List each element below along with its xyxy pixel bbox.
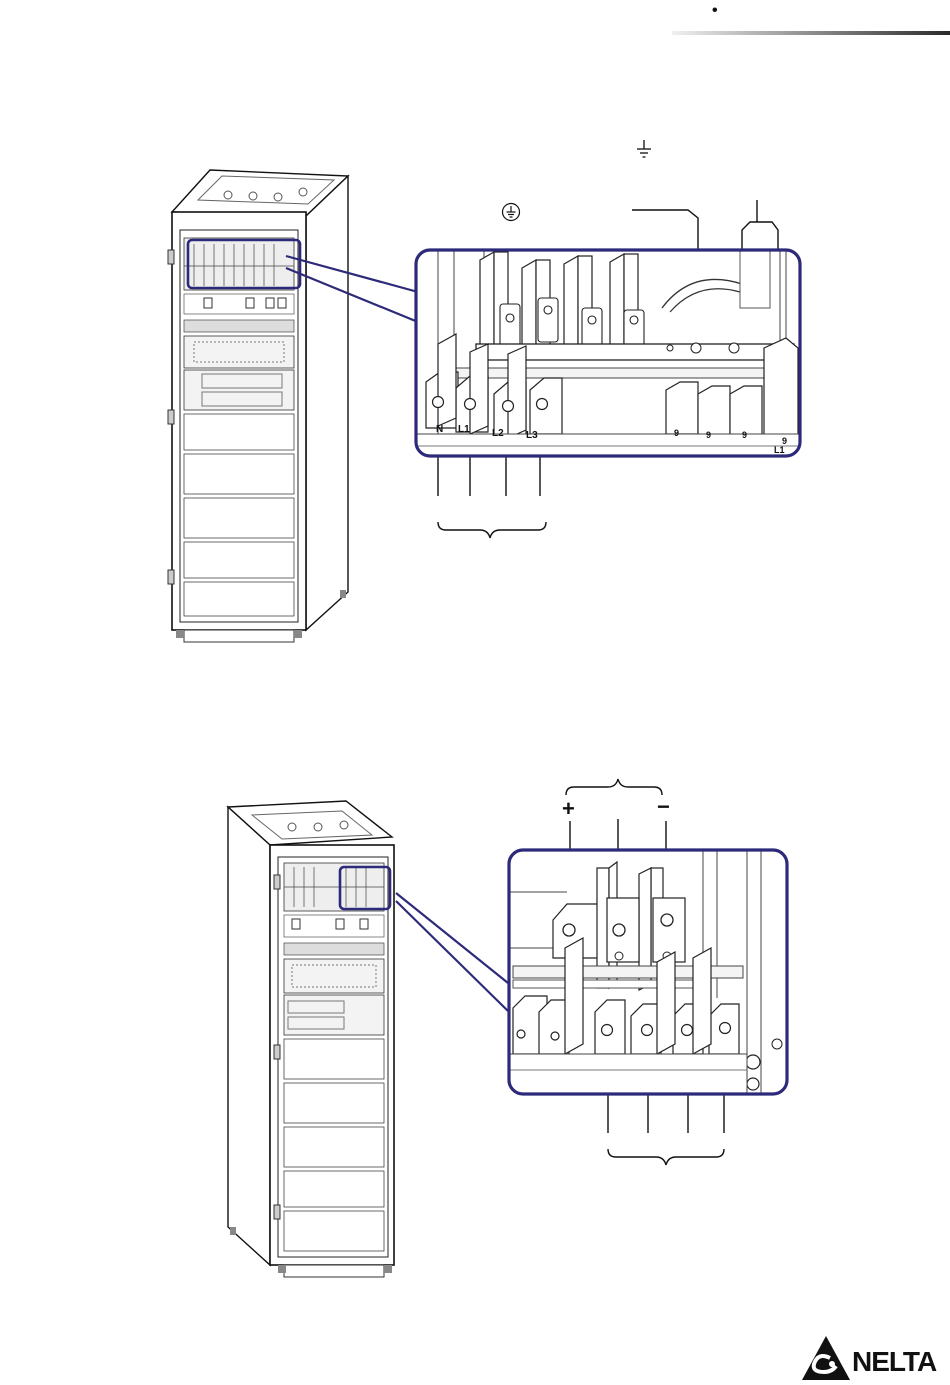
bus-label-3: 9	[742, 430, 747, 440]
input-terminal-detail	[414, 248, 802, 460]
header-rule	[672, 31, 950, 35]
delta-logo-icon	[800, 1334, 852, 1382]
bus-label-1: 9	[674, 428, 679, 438]
terminal-label-l3: L3	[526, 430, 538, 441]
terminal-label-n: N	[436, 424, 443, 435]
battery-output-terminal-detail	[507, 848, 789, 1096]
ups-cabinet-bottom	[222, 795, 412, 1285]
bus-label-2: 9	[706, 430, 711, 440]
ground-icon	[634, 138, 654, 162]
terminal-label-l2: L2	[492, 428, 504, 439]
header-bullet: •	[712, 2, 718, 20]
terminal-label-l1: L1	[458, 424, 470, 435]
bus-label-l1: L1	[774, 445, 785, 455]
battery-negative-label: −	[657, 794, 670, 820]
battery-positive-label: +	[562, 796, 575, 822]
brand-wordmark: NELTA	[852, 1346, 950, 1378]
